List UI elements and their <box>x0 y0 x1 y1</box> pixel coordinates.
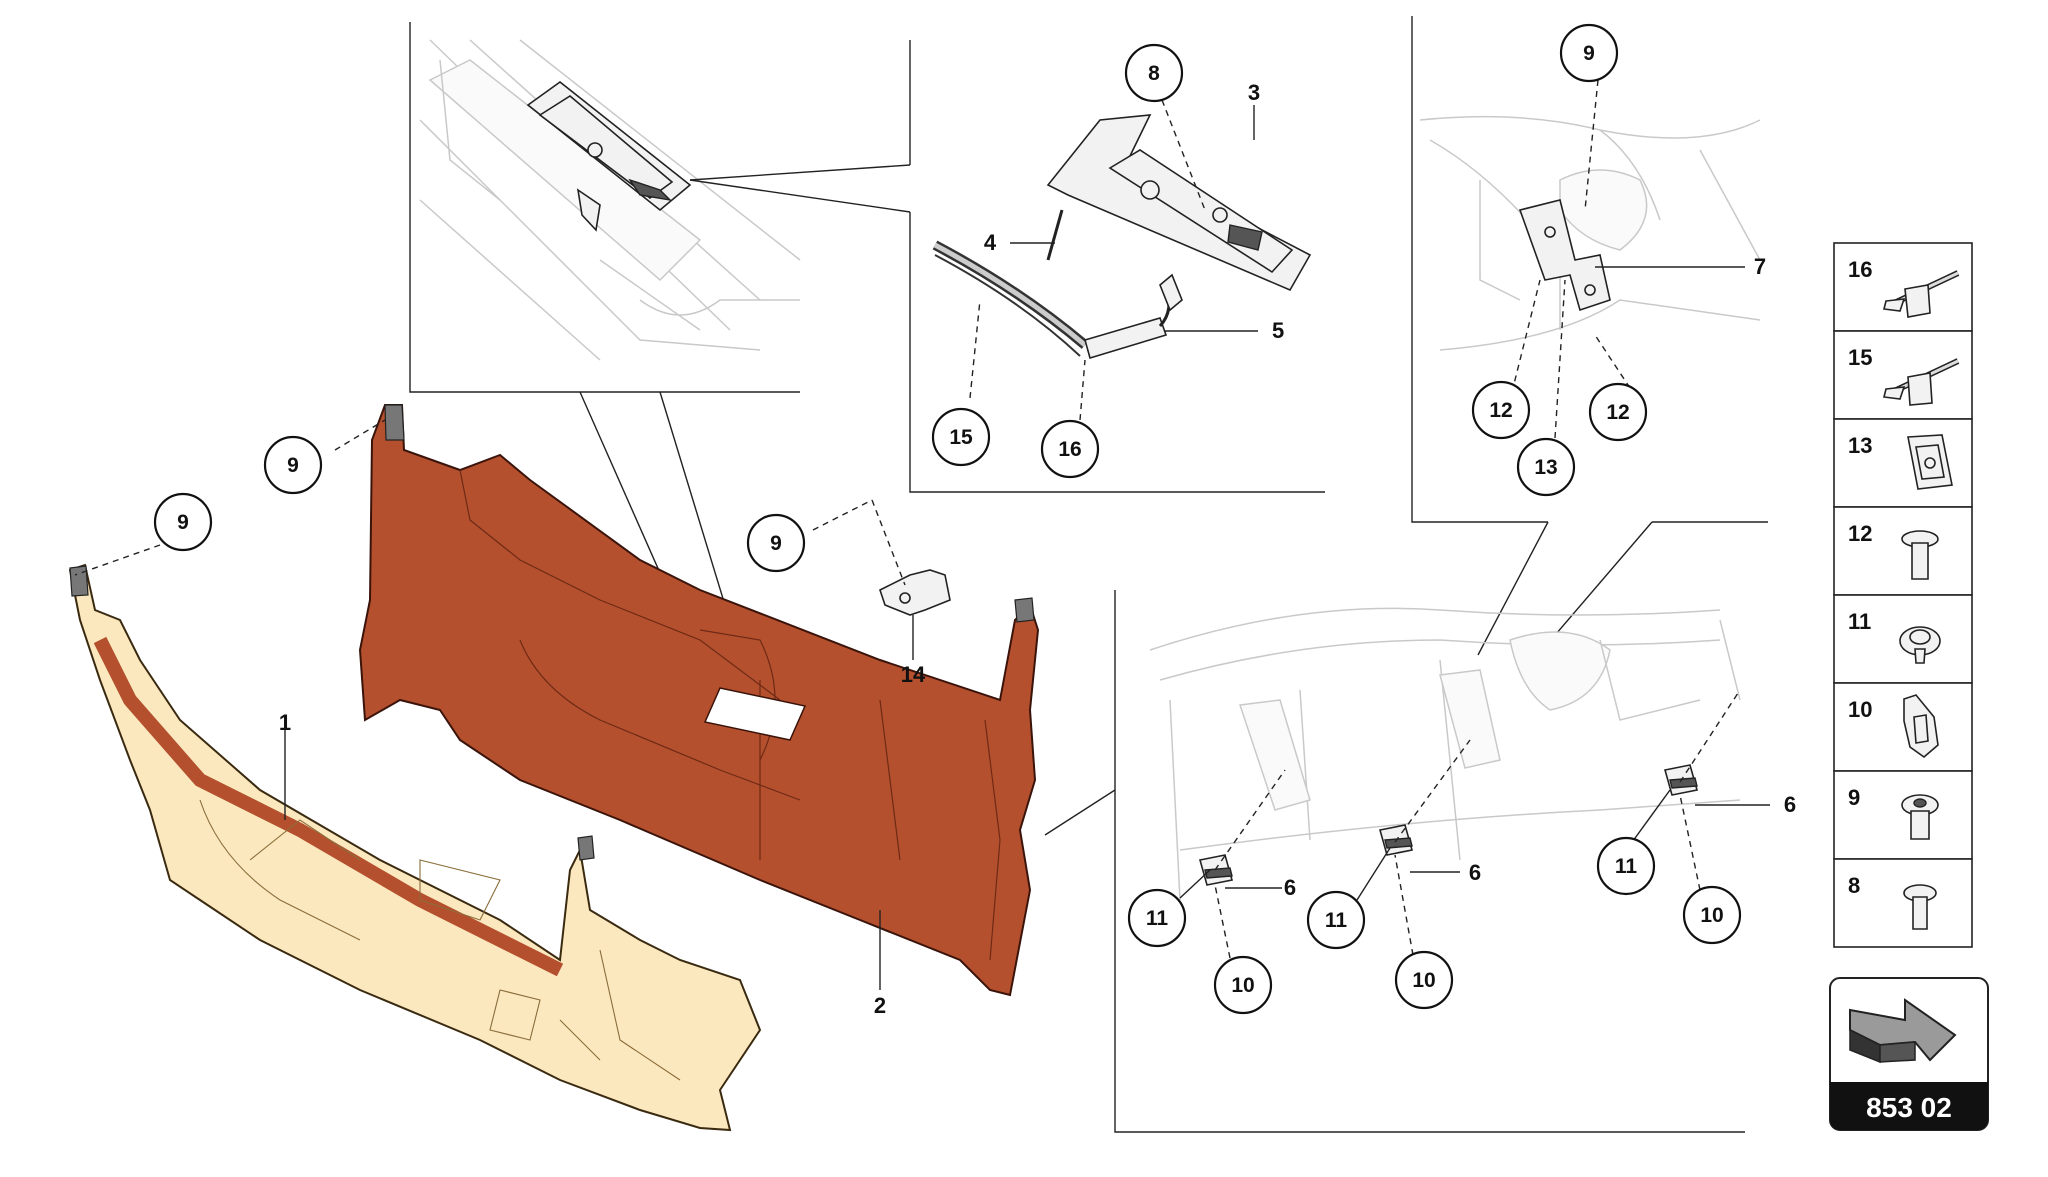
panel-1-light <box>68 563 762 1132</box>
label-7: 7 <box>1754 254 1766 279</box>
reference-badge: 853 02 <box>1829 977 1989 1131</box>
label-4: 4 <box>984 230 997 255</box>
expanding-clip-icon <box>1903 694 1939 759</box>
callout-11-middle: 11 <box>1306 890 1366 950</box>
legend-cell-12 <box>1833 506 1973 596</box>
callout-9-bracket14: 9 <box>746 513 806 573</box>
label-2: 2 <box>874 993 886 1018</box>
callout-10-right: 10 <box>1682 885 1742 945</box>
arrow-icon <box>1849 998 1957 1064</box>
callout-9-top-right: 9 <box>1559 23 1619 83</box>
leader-lines <box>74 79 1770 990</box>
button-screw-icon <box>1901 794 1939 840</box>
svg-text:9: 9 <box>287 454 299 477</box>
svg-text:10: 10 <box>1231 974 1254 997</box>
reference-code: 853 02 <box>1866 1092 1952 1123</box>
legend-label-9: 9 <box>1848 785 1860 810</box>
callout-13: 13 <box>1516 437 1576 497</box>
svg-text:15: 15 <box>949 426 973 449</box>
svg-text:9: 9 <box>1583 42 1595 65</box>
label-6-right: 6 <box>1784 792 1796 817</box>
callout-9-panel2: 9 <box>263 435 323 495</box>
callout-9-panel1: 9 <box>153 492 213 552</box>
svg-text:8: 8 <box>1148 62 1160 85</box>
legend-label-10: 10 <box>1848 697 1872 722</box>
callout-11-right: 11 <box>1596 836 1656 896</box>
legend-cell-9 <box>1833 770 1973 860</box>
washer-screw-icon <box>1899 626 1941 664</box>
callout-10-left: 10 <box>1213 955 1273 1015</box>
svg-text:11: 11 <box>1325 909 1348 932</box>
callout-8: 8 <box>1124 43 1184 103</box>
svg-text:12: 12 <box>1606 401 1629 424</box>
detail-frame-handle-context <box>409 22 911 393</box>
callout-12-right: 12 <box>1588 382 1648 442</box>
bracket-14 <box>879 569 951 616</box>
legend-cell-16 <box>1833 242 1973 332</box>
callout-12-left: 12 <box>1471 380 1531 440</box>
svg-text:11: 11 <box>1146 907 1169 930</box>
svg-text:12: 12 <box>1489 399 1512 422</box>
svg-text:9: 9 <box>770 532 782 555</box>
zoom-line <box>689 179 911 213</box>
legend-label-11: 11 <box>1848 609 1871 634</box>
svg-text:11: 11 <box>1615 855 1638 878</box>
callout-16: 16 <box>1040 419 1100 479</box>
label-14: 14 <box>901 662 926 687</box>
bolt-icon <box>1903 884 1937 930</box>
callout-11-left: 11 <box>1127 888 1187 948</box>
detail-frame-floor-clips <box>1044 590 1745 1133</box>
zoom-line <box>689 164 911 181</box>
legend-label-16: 16 <box>1848 257 1872 282</box>
svg-text:10: 10 <box>1412 969 1435 992</box>
spring-nut-icon <box>1907 434 1953 490</box>
parts-legend: 16 15 13 12 11 10 9 8 <box>1833 242 1973 948</box>
svg-text:13: 13 <box>1534 456 1557 479</box>
label-3: 3 <box>1248 80 1260 105</box>
clip-icon <box>1883 270 1960 318</box>
detail-frame-handle-exploded <box>909 114 1325 493</box>
detail-frame-bracket <box>1411 16 1768 656</box>
callout-10-middle: 10 <box>1394 950 1454 1010</box>
svg-text:9: 9 <box>177 511 189 534</box>
panel-2-dark <box>358 404 1040 997</box>
label-5: 5 <box>1272 318 1284 343</box>
legend-label-15: 15 <box>1848 345 1872 370</box>
legend-cell-8 <box>1833 858 1973 948</box>
callout-15: 15 <box>931 407 991 467</box>
clip-icon <box>1883 358 1960 406</box>
label-6-left: 6 <box>1284 875 1296 900</box>
label-1: 1 <box>279 710 291 735</box>
legend-label-12: 12 <box>1848 521 1872 546</box>
legend-label-13: 13 <box>1848 433 1872 458</box>
legend-cell-13 <box>1833 418 1973 508</box>
legend-label-8: 8 <box>1848 873 1860 898</box>
svg-text:16: 16 <box>1058 438 1081 461</box>
label-6-middle: 6 <box>1469 860 1481 885</box>
screw-icon <box>1901 530 1939 580</box>
svg-text:10: 10 <box>1700 904 1723 927</box>
